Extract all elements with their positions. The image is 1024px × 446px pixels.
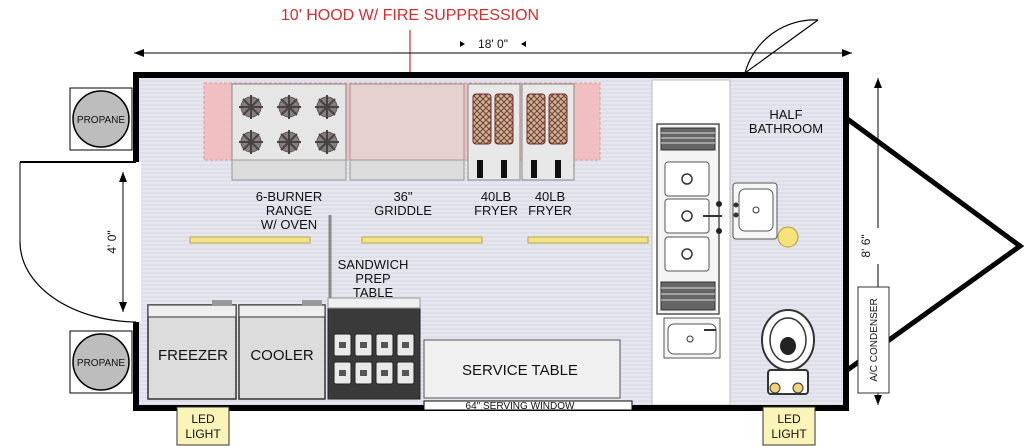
range-label-3: W/ OVEN	[261, 217, 317, 232]
propane-tank-bottom: PROPANE	[69, 330, 133, 394]
fryer2-label-1: 40LB	[535, 189, 565, 204]
range-6-burner	[231, 83, 347, 181]
length-dimension: 18' 0"	[134, 37, 852, 57]
prep-pan-contents	[360, 342, 367, 348]
toilet	[761, 309, 815, 395]
rear-door	[744, 19, 819, 74]
side-door	[19, 161, 137, 323]
prep-label-3: TABLE	[353, 285, 394, 300]
range-label-1: 6-BURNER	[256, 189, 322, 204]
propane-tank-top: PROPANE	[69, 87, 133, 151]
prep-pan-contents	[339, 370, 346, 376]
width-label: 8' 6"	[859, 234, 873, 257]
service-table: SERVICE TABLE	[423, 339, 621, 399]
trailer-tongue	[844, 115, 1024, 374]
prep-label-1: SANDWICH	[338, 257, 409, 272]
led-light-left: LED LIGHT	[176, 406, 230, 446]
prep-pan-contents	[339, 342, 346, 348]
length-label: 18' 0"	[478, 37, 508, 51]
prep-pan-contents	[381, 370, 388, 376]
bathroom-label-2: BATHROOM	[749, 121, 823, 136]
hand-sink	[663, 317, 721, 359]
prep-pan-contents	[402, 342, 409, 348]
ac-condenser: A/C CONDENSER	[857, 286, 890, 394]
led-bars	[189, 236, 649, 244]
propane-bottom-label: PROPANE	[77, 358, 125, 369]
door-width-label: 4' 0"	[105, 230, 119, 253]
fryer-1	[467, 83, 521, 181]
led-left-1: LED	[191, 412, 215, 426]
serving-window-label: 64" SERVING WINDOW	[466, 401, 575, 412]
prep-pan-contents	[402, 370, 409, 376]
led-right-1: LED	[777, 412, 801, 426]
fryer1-label-1: 40LB	[481, 189, 511, 204]
led-left-2: LIGHT	[185, 427, 221, 441]
floor-drain	[777, 226, 799, 248]
prep-label-2: PREP	[355, 271, 390, 286]
fryer-2	[521, 83, 575, 181]
prep-pan-contents	[381, 342, 388, 348]
freezer: FREEZER	[147, 300, 237, 400]
door-dimension: 4' 0"	[105, 172, 127, 312]
sandwich-prep-table	[327, 215, 421, 400]
fryer1-label-2: FRYER	[474, 203, 518, 218]
griddle	[349, 83, 465, 181]
serving-window: 64" SERVING WINDOW	[423, 400, 633, 412]
three-compartment-sink	[656, 123, 722, 315]
propane-top-label: PROPANE	[77, 115, 125, 126]
ac-label: A/C CONDENSER	[869, 298, 880, 381]
griddle-label-2: GRIDDLE	[374, 203, 432, 218]
bathroom-sink	[732, 182, 778, 240]
led-right-2: LIGHT	[771, 427, 807, 441]
freezer-label: FREEZER	[158, 347, 228, 364]
cooler: COOLER	[238, 300, 326, 400]
bathroom-label-1: HALF	[769, 107, 802, 122]
hood-label: 10' HOOD W/ FIRE SUPPRESSION	[281, 7, 539, 24]
griddle-label-1: 36"	[393, 189, 412, 204]
cooler-label: COOLER	[250, 347, 314, 364]
prep-pan-contents	[360, 370, 367, 376]
range-label-2: RANGE	[266, 203, 313, 218]
service-table-label: SERVICE TABLE	[462, 362, 578, 379]
fryer2-label-2: FRYER	[528, 203, 572, 218]
led-light-right: LED LIGHT	[762, 406, 816, 446]
